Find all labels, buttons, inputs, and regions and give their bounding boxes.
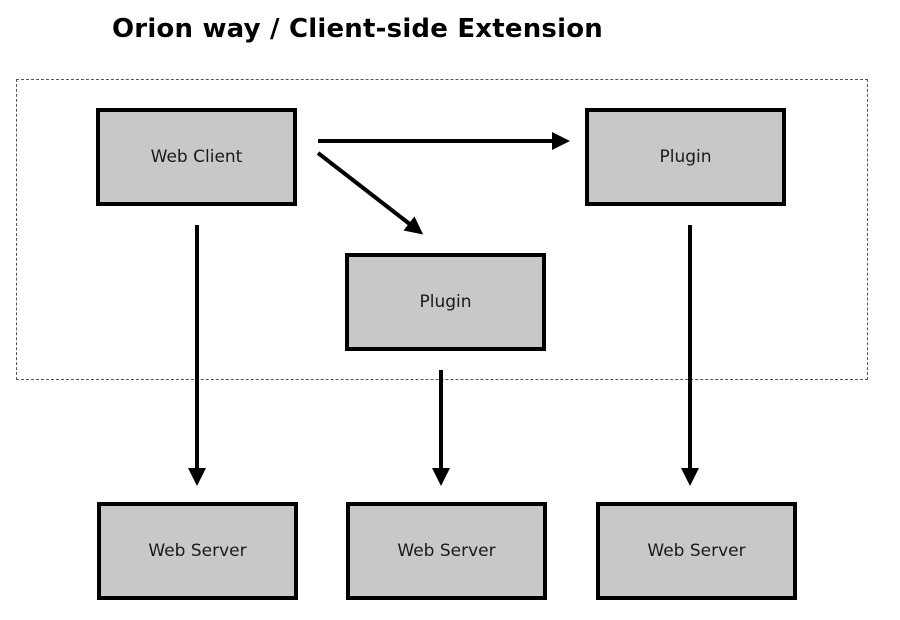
arrow-webclient-to-plugin-center [316,151,424,235]
plugin-center-label: Plugin [419,292,472,312]
web-server-left-label: Web Server [148,541,247,561]
web-server-center-box: Web Server [346,502,547,600]
web-server-right-box: Web Server [596,502,797,600]
web-server-right-label: Web Server [647,541,746,561]
plugin-right-label: Plugin [659,147,712,167]
web-server-center-label: Web Server [397,541,496,561]
web-client-label: Web Client [150,147,243,167]
plugin-center-box: Plugin [345,253,546,351]
diagram-title: Orion way / Client-side Extension [112,14,603,44]
web-server-left-box: Web Server [97,502,298,600]
web-client-box: Web Client [96,108,297,206]
plugin-right-box: Plugin [585,108,786,206]
